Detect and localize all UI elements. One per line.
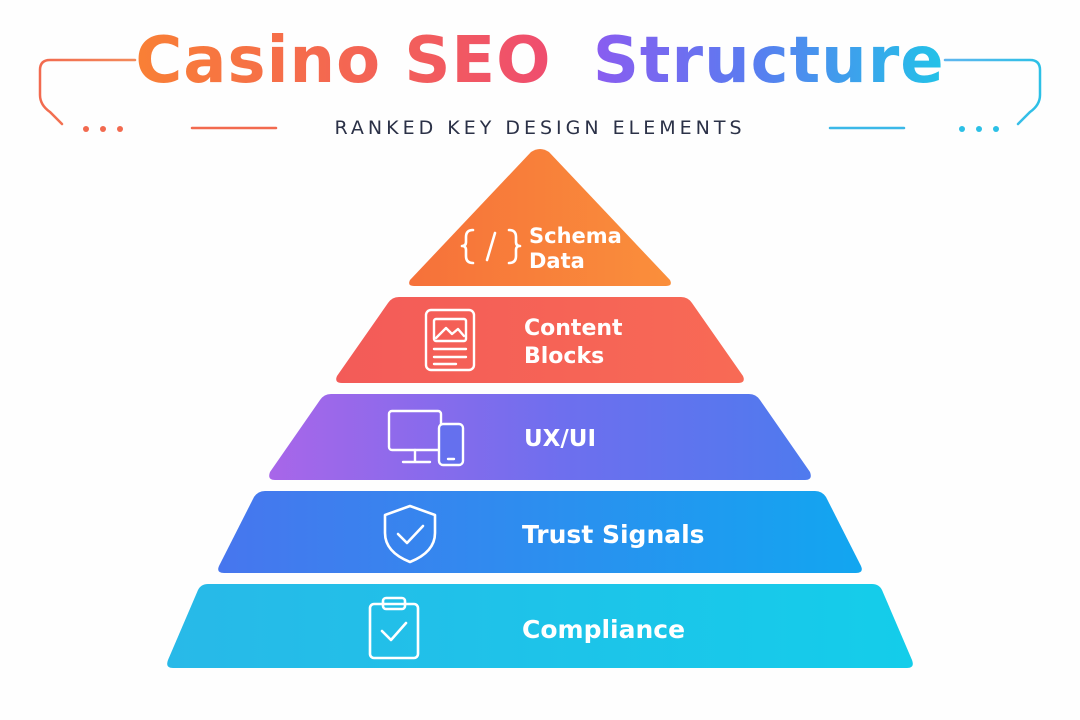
pyramid-level-compliance: Compliance (167, 584, 913, 668)
right-dot (993, 126, 999, 132)
level-label-line1: Trust Signals (522, 520, 705, 549)
level-label-line1: Compliance (522, 615, 685, 644)
page-title: Casino SEO Structure (0, 18, 1080, 104)
title-part-1: Casino SEO (135, 18, 551, 104)
level-label-line1: Schema (529, 224, 622, 248)
pyramid-segment (167, 584, 913, 668)
right-bracket-line (943, 58, 1042, 126)
pyramid-level-schema-data: Schema Data (409, 149, 671, 286)
page-subtitle: RANKED KEY DESIGN ELEMENTS (334, 117, 746, 139)
level-label-line2: Blocks (524, 344, 604, 369)
left-dot (83, 126, 89, 132)
document-image-icon (424, 308, 476, 372)
clipboard-check-icon (368, 596, 420, 660)
pyramid-segment (409, 149, 671, 286)
level-label-line2: Data (529, 249, 585, 273)
title-part-2: Structure (593, 18, 945, 104)
left-dot (100, 126, 106, 132)
pyramid-level-content-blocks: Content Blocks (336, 297, 744, 383)
right-dot (976, 126, 982, 132)
right-dot (959, 126, 965, 132)
devices-icon (387, 409, 465, 467)
pyramid-level-trust-signals: Trust Signals (218, 491, 862, 573)
level-label-line1: Content (524, 316, 623, 341)
left-bracket-line (38, 58, 137, 126)
left-dot (117, 126, 123, 132)
pyramid-segment (269, 394, 811, 480)
code-braces-icon (460, 228, 522, 265)
shield-check-icon (383, 504, 437, 564)
pyramid-segment (218, 491, 862, 573)
pyramid-level-ux-ui: UX/UI (269, 394, 811, 480)
level-label-line1: UX/UI (524, 426, 596, 452)
